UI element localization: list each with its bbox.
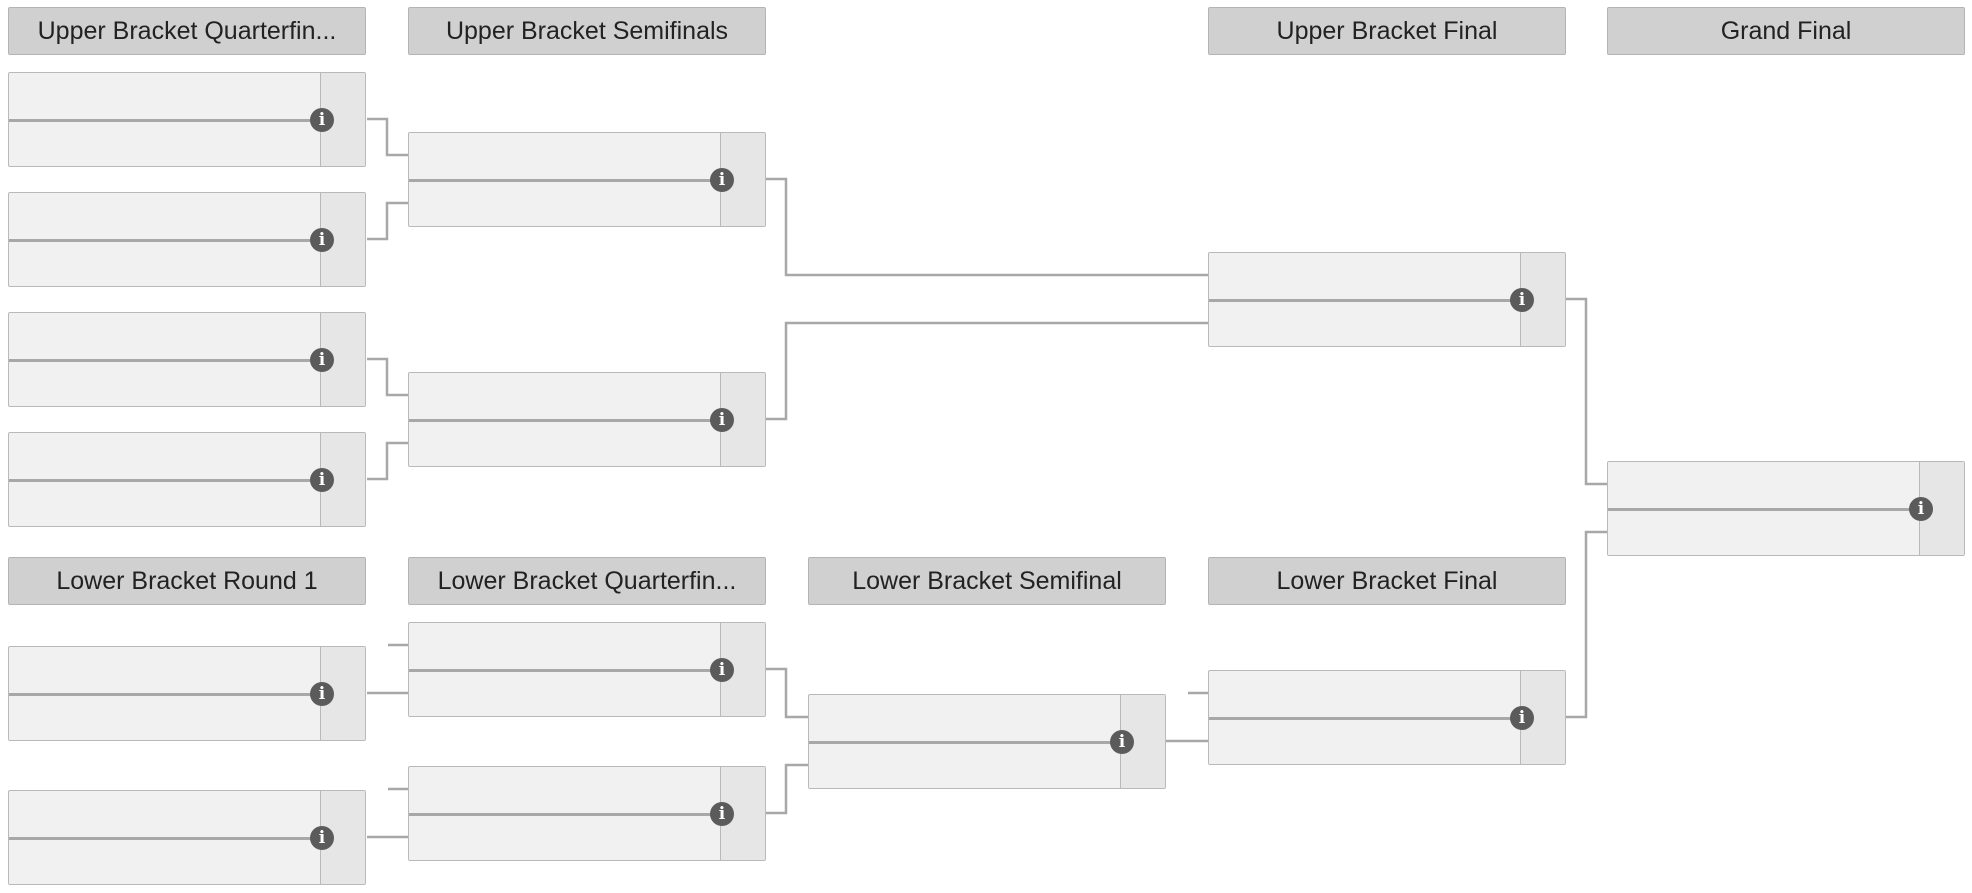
match-slot-top[interactable] [9, 73, 322, 120]
match-divider [1209, 717, 1565, 720]
match-slot-bottom[interactable] [409, 814, 722, 861]
match-slot-top[interactable] [409, 373, 722, 420]
info-icon[interactable]: i [1909, 497, 1933, 521]
info-icon[interactable]: i [310, 108, 334, 132]
match-grand-final[interactable]: i [1607, 461, 1965, 556]
match-ub-semifinal-1[interactable]: i [408, 132, 766, 227]
match-slot-bottom[interactable] [409, 420, 722, 467]
match-slot-top[interactable] [9, 313, 322, 360]
info-icon[interactable]: i [310, 348, 334, 372]
info-icon[interactable]: i [1110, 730, 1134, 754]
match-slot-top[interactable] [9, 647, 322, 694]
match-divider [409, 669, 765, 672]
match-ub-quarterfinal-3[interactable]: i [8, 312, 366, 407]
match-lb-quarterfinal-1[interactable]: i [408, 622, 766, 717]
round-header-ub-quarterfinals: Upper Bracket Quarterfin... [8, 7, 366, 55]
info-icon[interactable]: i [310, 826, 334, 850]
match-lb-round1-1[interactable]: i [8, 646, 366, 741]
info-icon[interactable]: i [710, 168, 734, 192]
match-slot-bottom[interactable] [9, 480, 322, 527]
match-slot-bottom[interactable] [1209, 718, 1522, 765]
match-slot-top[interactable] [809, 695, 1122, 742]
match-divider [9, 479, 365, 482]
info-icon[interactable]: i [1510, 706, 1534, 730]
match-slot-bottom[interactable] [9, 694, 322, 741]
match-slot-top[interactable] [409, 767, 722, 814]
info-icon[interactable]: i [710, 408, 734, 432]
match-ub-quarterfinal-4[interactable]: i [8, 432, 366, 527]
match-divider [1608, 508, 1964, 511]
match-slot-bottom[interactable] [9, 120, 322, 167]
match-lb-quarterfinal-2[interactable]: i [408, 766, 766, 861]
match-divider [9, 119, 365, 122]
match-divider [9, 359, 365, 362]
info-icon[interactable]: i [310, 682, 334, 706]
match-divider [9, 693, 365, 696]
match-divider [409, 179, 765, 182]
match-divider [9, 239, 365, 242]
match-slot-bottom[interactable] [809, 742, 1122, 789]
match-slot-bottom[interactable] [409, 670, 722, 717]
info-icon[interactable]: i [310, 468, 334, 492]
match-divider [1209, 299, 1565, 302]
info-icon[interactable]: i [1510, 288, 1534, 312]
match-slot-top[interactable] [1209, 253, 1522, 300]
match-slot-bottom[interactable] [9, 838, 322, 885]
match-slot-top[interactable] [1608, 462, 1921, 509]
match-slot-top[interactable] [409, 623, 722, 670]
match-ub-quarterfinal-1[interactable]: i [8, 72, 366, 167]
match-ub-semifinal-2[interactable]: i [408, 372, 766, 467]
match-lb-round1-2[interactable]: i [8, 790, 366, 885]
match-divider [809, 741, 1165, 744]
match-slot-top[interactable] [409, 133, 722, 180]
match-slot-bottom[interactable] [9, 240, 322, 287]
info-icon[interactable]: i [710, 658, 734, 682]
match-lb-final[interactable]: i [1208, 670, 1566, 765]
match-ub-final[interactable]: i [1208, 252, 1566, 347]
match-slot-top[interactable] [9, 193, 322, 240]
match-slot-top[interactable] [9, 433, 322, 480]
round-header-lb-round1: Lower Bracket Round 1 [8, 557, 366, 605]
round-header-lb-final: Lower Bracket Final [1208, 557, 1566, 605]
round-header-lb-semifinal: Lower Bracket Semifinal [808, 557, 1166, 605]
match-slot-bottom[interactable] [9, 360, 322, 407]
match-slot-top[interactable] [1209, 671, 1522, 718]
match-divider [409, 813, 765, 816]
match-slot-top[interactable] [9, 791, 322, 838]
match-lb-semifinal[interactable]: i [808, 694, 1166, 789]
info-icon[interactable]: i [310, 228, 334, 252]
round-header-grand-final: Grand Final [1607, 7, 1965, 55]
round-header-ub-semifinals: Upper Bracket Semifinals [408, 7, 766, 55]
round-header-lb-quarterfinals: Lower Bracket Quarterfin... [408, 557, 766, 605]
info-icon[interactable]: i [710, 802, 734, 826]
match-ub-quarterfinal-2[interactable]: i [8, 192, 366, 287]
round-header-ub-final: Upper Bracket Final [1208, 7, 1566, 55]
match-divider [9, 837, 365, 840]
match-slot-bottom[interactable] [1608, 509, 1921, 556]
match-divider [409, 419, 765, 422]
match-slot-bottom[interactable] [1209, 300, 1522, 347]
match-slot-bottom[interactable] [409, 180, 722, 227]
